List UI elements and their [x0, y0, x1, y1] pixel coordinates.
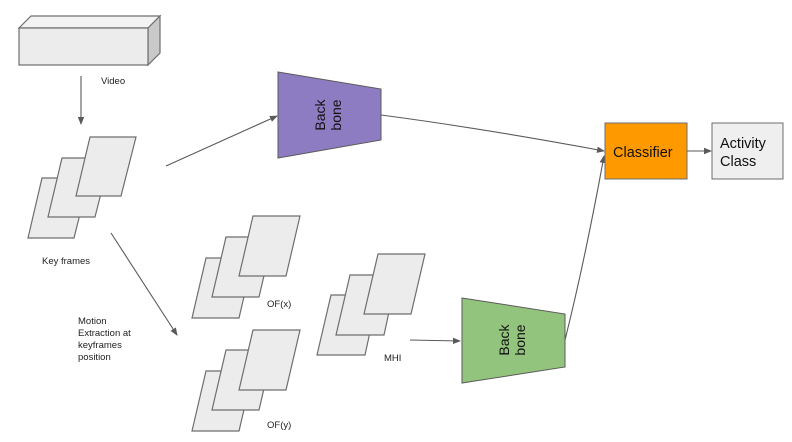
- backbone-top-label-line1: Back: [312, 98, 328, 130]
- ofy-frame-front: [238, 329, 301, 391]
- activity-class-label-line2: Class: [720, 154, 756, 170]
- activity-class-label-line1: Activity: [720, 136, 767, 152]
- motion-extraction-label: Motion Extraction at keyframes position: [78, 316, 131, 363]
- optical-flow-x-stack: OF(x): [191, 215, 301, 319]
- classifier-node: Classifier: [604, 122, 688, 180]
- edge-backbone-bottom-to-classifier: [564, 155, 606, 341]
- backbone-top: Back bone: [277, 71, 382, 159]
- edge-mhi-to-backbone-bottom: [409, 337, 461, 345]
- classifier-label: Classifier: [613, 145, 673, 161]
- ofx-label: OF(x): [267, 299, 291, 310]
- keyframe-front: [75, 136, 137, 197]
- video-label: Video: [101, 76, 125, 87]
- edge-keyframes-to-motion: [110, 232, 178, 336]
- edge-keyframes-to-backbone-top: [165, 115, 278, 167]
- ofx-frame-front: [238, 215, 301, 277]
- backbone-bottom-shape: [461, 297, 566, 384]
- activity-class-node: Activity Class: [711, 122, 784, 180]
- classifier-box: [604, 122, 688, 180]
- backbone-bottom: Back bone: [461, 297, 566, 384]
- video-node: Video: [17, 14, 162, 87]
- backbone-bottom-label-line1: Back: [496, 323, 512, 355]
- keyframes-label: Key frames: [42, 256, 90, 267]
- optical-flow-y-stack: OF(y): [191, 329, 301, 432]
- motion-label-line: position: [78, 352, 111, 363]
- edge-backbone-top-to-classifier: [380, 114, 605, 153]
- backbone-bottom-label-line2: bone: [512, 324, 528, 355]
- keyframes-stack: Key frames: [27, 136, 137, 267]
- motion-label-line: Extraction at: [78, 328, 131, 339]
- backbone-top-label-line2: bone: [328, 99, 344, 130]
- motion-label-line: Motion: [78, 316, 107, 327]
- mhi-frame-front: [363, 253, 426, 315]
- motion-label-line: keyframes: [78, 340, 122, 351]
- ofy-label: OF(y): [267, 420, 291, 431]
- backbone-top-shape: [277, 71, 382, 159]
- mhi-stack: MHI: [316, 253, 426, 364]
- video-box-top: [17, 15, 162, 29]
- video-box-front: [18, 27, 149, 66]
- mhi-label: MHI: [384, 353, 401, 364]
- activity-class-box: [711, 122, 784, 180]
